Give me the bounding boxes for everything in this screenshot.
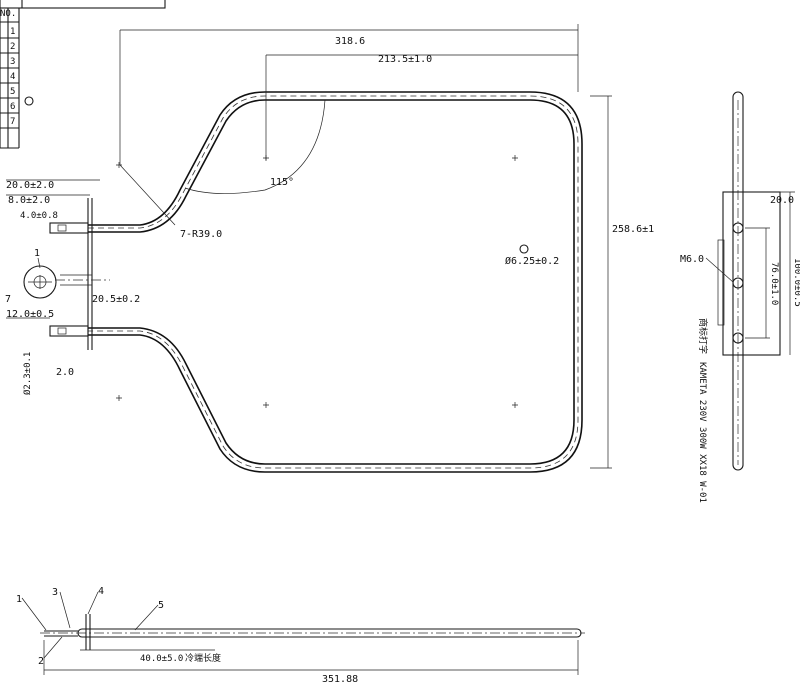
dim-left-b: 8.0±2.0 — [8, 195, 50, 206]
label-item-7: 7 — [5, 294, 11, 305]
dimensions-main: 318.6 213.5±1.0 258.6±1 115° 7-R39.0 Ø6.… — [5, 24, 654, 469]
dim-left-c: 4.0±0.8 — [20, 211, 58, 221]
center-hole — [519, 244, 529, 254]
dim-height: 258.6±1 — [612, 224, 654, 235]
dim-side-b: 100.0±0.5 — [792, 258, 800, 307]
tube-inner — [88, 99, 575, 465]
bottom-item-3: 3 — [52, 587, 58, 598]
dim-side-d: M6.0 — [680, 254, 704, 265]
title-block: NO. 1 2 3 4 5 6 7 — [0, 0, 166, 149]
reference-circle-icon — [24, 96, 34, 106]
dim-side-c: 76.0±1.0 — [769, 262, 779, 305]
row-4: 4 — [10, 72, 15, 82]
row-2: 2 — [10, 42, 15, 52]
tube-centerline — [88, 95, 579, 469]
dim-angle: 115° — [270, 177, 294, 188]
row-6: 6 — [10, 102, 15, 112]
title-block-rows: 1 2 3 4 5 6 7 — [0, 21, 19, 149]
element-plan-view — [23, 30, 583, 473]
dim-hole: Ø6.25±0.2 — [505, 255, 559, 267]
element-side-view: 20.0 100.0±0.5 76.0±1.0 M6.0 商标打字 KAMETA… — [680, 91, 800, 503]
dim-inner-width: 213.5±1.0 — [378, 54, 432, 65]
dim-left-d: 20.5±0.2 — [92, 294, 140, 305]
dim-side-a: 20.0 — [770, 195, 794, 206]
label-item-1: 1 — [34, 248, 40, 259]
marking-text: KAMETA 230V 300W XX18 W-01 — [697, 362, 707, 503]
support-points — [116, 155, 518, 408]
element-elevation-view: 351.88 40.0±5.0 冷端长度 1 3 4 5 2 — [16, 586, 585, 685]
bottom-item-1: 1 — [16, 594, 22, 605]
row-3: 3 — [10, 57, 15, 67]
bottom-item-4: 4 — [98, 586, 104, 597]
dim-left-g: 2.0 — [56, 367, 74, 378]
tube-outer — [88, 91, 583, 473]
dim-bend-radius: 7-R39.0 — [180, 229, 222, 240]
row-5: 5 — [10, 87, 15, 97]
dim-left-e: 12.0±0.5 — [6, 309, 54, 320]
dim-overall-width: 318.6 — [335, 36, 365, 47]
marking-cn: 商标打字 — [697, 318, 709, 354]
earth-stud-detail — [23, 265, 57, 299]
bottom-cn-label: 冷端长度 — [185, 652, 221, 664]
dim-bottom-cold: 40.0±5.0 — [140, 654, 183, 664]
dim-left-a: 20.0±2.0 — [6, 180, 54, 191]
row-7: 7 — [10, 117, 15, 127]
title-block-header: NO. — [0, 9, 16, 19]
bottom-item-2: 2 — [38, 656, 44, 667]
dim-bottom-length: 351.88 — [322, 674, 358, 685]
row-1: 1 — [10, 27, 15, 37]
bottom-item-5: 5 — [158, 600, 164, 611]
dim-left-f: Ø2.3±0.1 — [22, 352, 33, 395]
